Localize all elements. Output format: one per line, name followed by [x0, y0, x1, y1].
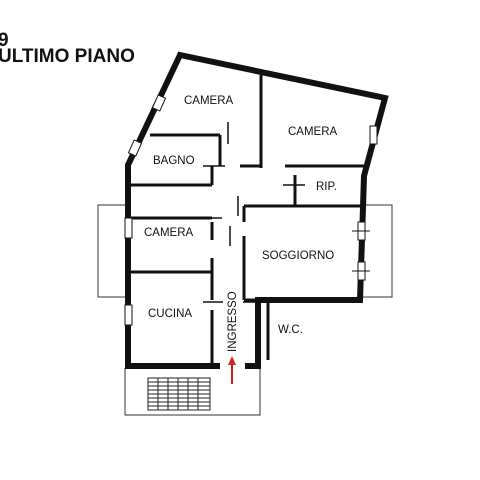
window-camera-top — [151, 94, 167, 112]
interior-walls — [128, 75, 364, 366]
label-ingresso: INGRESSO — [227, 291, 239, 352]
windows — [124, 94, 378, 326]
label-bagno: BAGNO — [153, 155, 195, 167]
label-camera-left: CAMERA — [144, 227, 194, 239]
entrance-arrow — [228, 356, 236, 384]
window-cucina — [124, 304, 133, 326]
label-camera-top: CAMERA — [184, 95, 234, 107]
window-handles — [352, 230, 370, 272]
label-wc: W.C. — [278, 324, 303, 336]
doors — [200, 122, 305, 303]
floor-number: 9 — [0, 30, 9, 51]
window-bagno — [127, 139, 143, 157]
balcony-right — [361, 204, 393, 298]
window-camera-left — [124, 217, 133, 239]
window-camera-right — [369, 125, 378, 145]
entrance-landing — [124, 368, 261, 416]
label-camera-right: CAMERA — [288, 126, 338, 138]
staircase — [147, 377, 211, 411]
floor-name: ULTIMO PIANO — [0, 46, 135, 67]
balcony-left — [97, 204, 127, 298]
label-soggiorno: SOGGIORNO — [262, 250, 334, 262]
label-rip: RIP. — [316, 181, 337, 193]
label-cucina: CUCINA — [148, 308, 192, 320]
